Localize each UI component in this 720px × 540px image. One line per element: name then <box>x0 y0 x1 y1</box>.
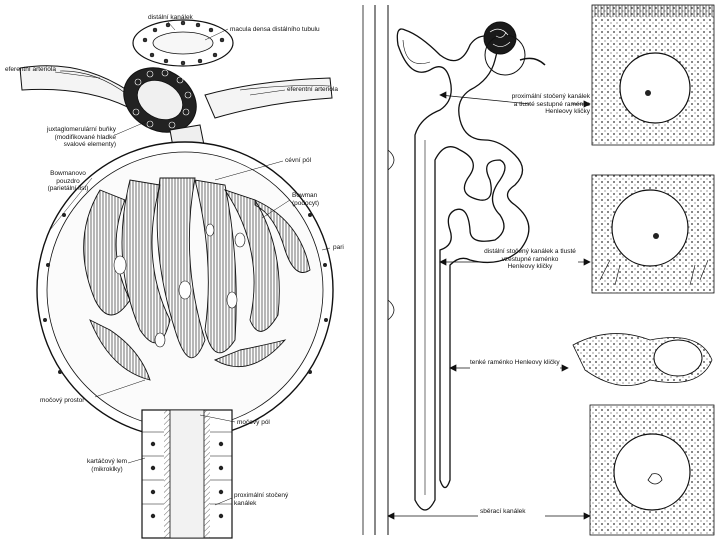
label-kartacovy-lem: kartáčový lem (mikroklky) <box>86 458 128 473</box>
cell-collecting <box>589 404 715 536</box>
label-eferentni-arteriola-right: eferentní arteriola <box>287 86 338 93</box>
glomerular-loops <box>83 177 311 381</box>
nephron-diagram <box>362 4 715 536</box>
cell-thin-limb <box>572 333 713 386</box>
label-cevni-pol: cévní pól <box>285 157 312 164</box>
cell-distal <box>591 174 715 294</box>
label-bowmanovo-pouzdro: Bowmanovo pouzdro (parietální list) <box>47 170 89 192</box>
glomerulus <box>483 21 517 55</box>
label-proximalni-kanalek: proximální stočený kanálek <box>234 492 289 507</box>
label-juxtaglomerularni: juxtaglomerulární buňky (modifikované hl… <box>46 126 116 148</box>
collecting-duct <box>374 5 389 535</box>
label-proximal-convoluted: proximální stočený kanálek a tlusté sest… <box>511 93 590 115</box>
label-collecting-duct: sběrací kanálek <box>480 508 526 515</box>
label-mocovy-pol: močový pól <box>237 419 270 426</box>
label-eferentni-arteriola-left: eferentní arteriola <box>5 66 56 73</box>
efferent-arteriole-right <box>204 77 333 119</box>
label-thin-limb: tenké raménko Henleovy kličky <box>470 359 560 366</box>
label-distal-convoluted: distální stočený kanálek a tlusté vzestu… <box>484 248 576 270</box>
label-macula-densa: macula densa distálního tubulu <box>230 26 320 33</box>
label-mocovy-prostor: močový prostor <box>40 397 85 404</box>
label-distalni-kanalek: distální kanálek <box>148 14 193 21</box>
label-bowman-podocyt: Bowman (podocyt) <box>292 192 320 207</box>
label-pari: pari <box>333 244 344 251</box>
nephron-tubule <box>396 28 530 511</box>
cell-proximal <box>591 4 715 146</box>
parietal-nuclei <box>43 213 328 374</box>
renal-corpuscle <box>19 19 334 539</box>
distal-tubule-cells <box>142 20 225 66</box>
